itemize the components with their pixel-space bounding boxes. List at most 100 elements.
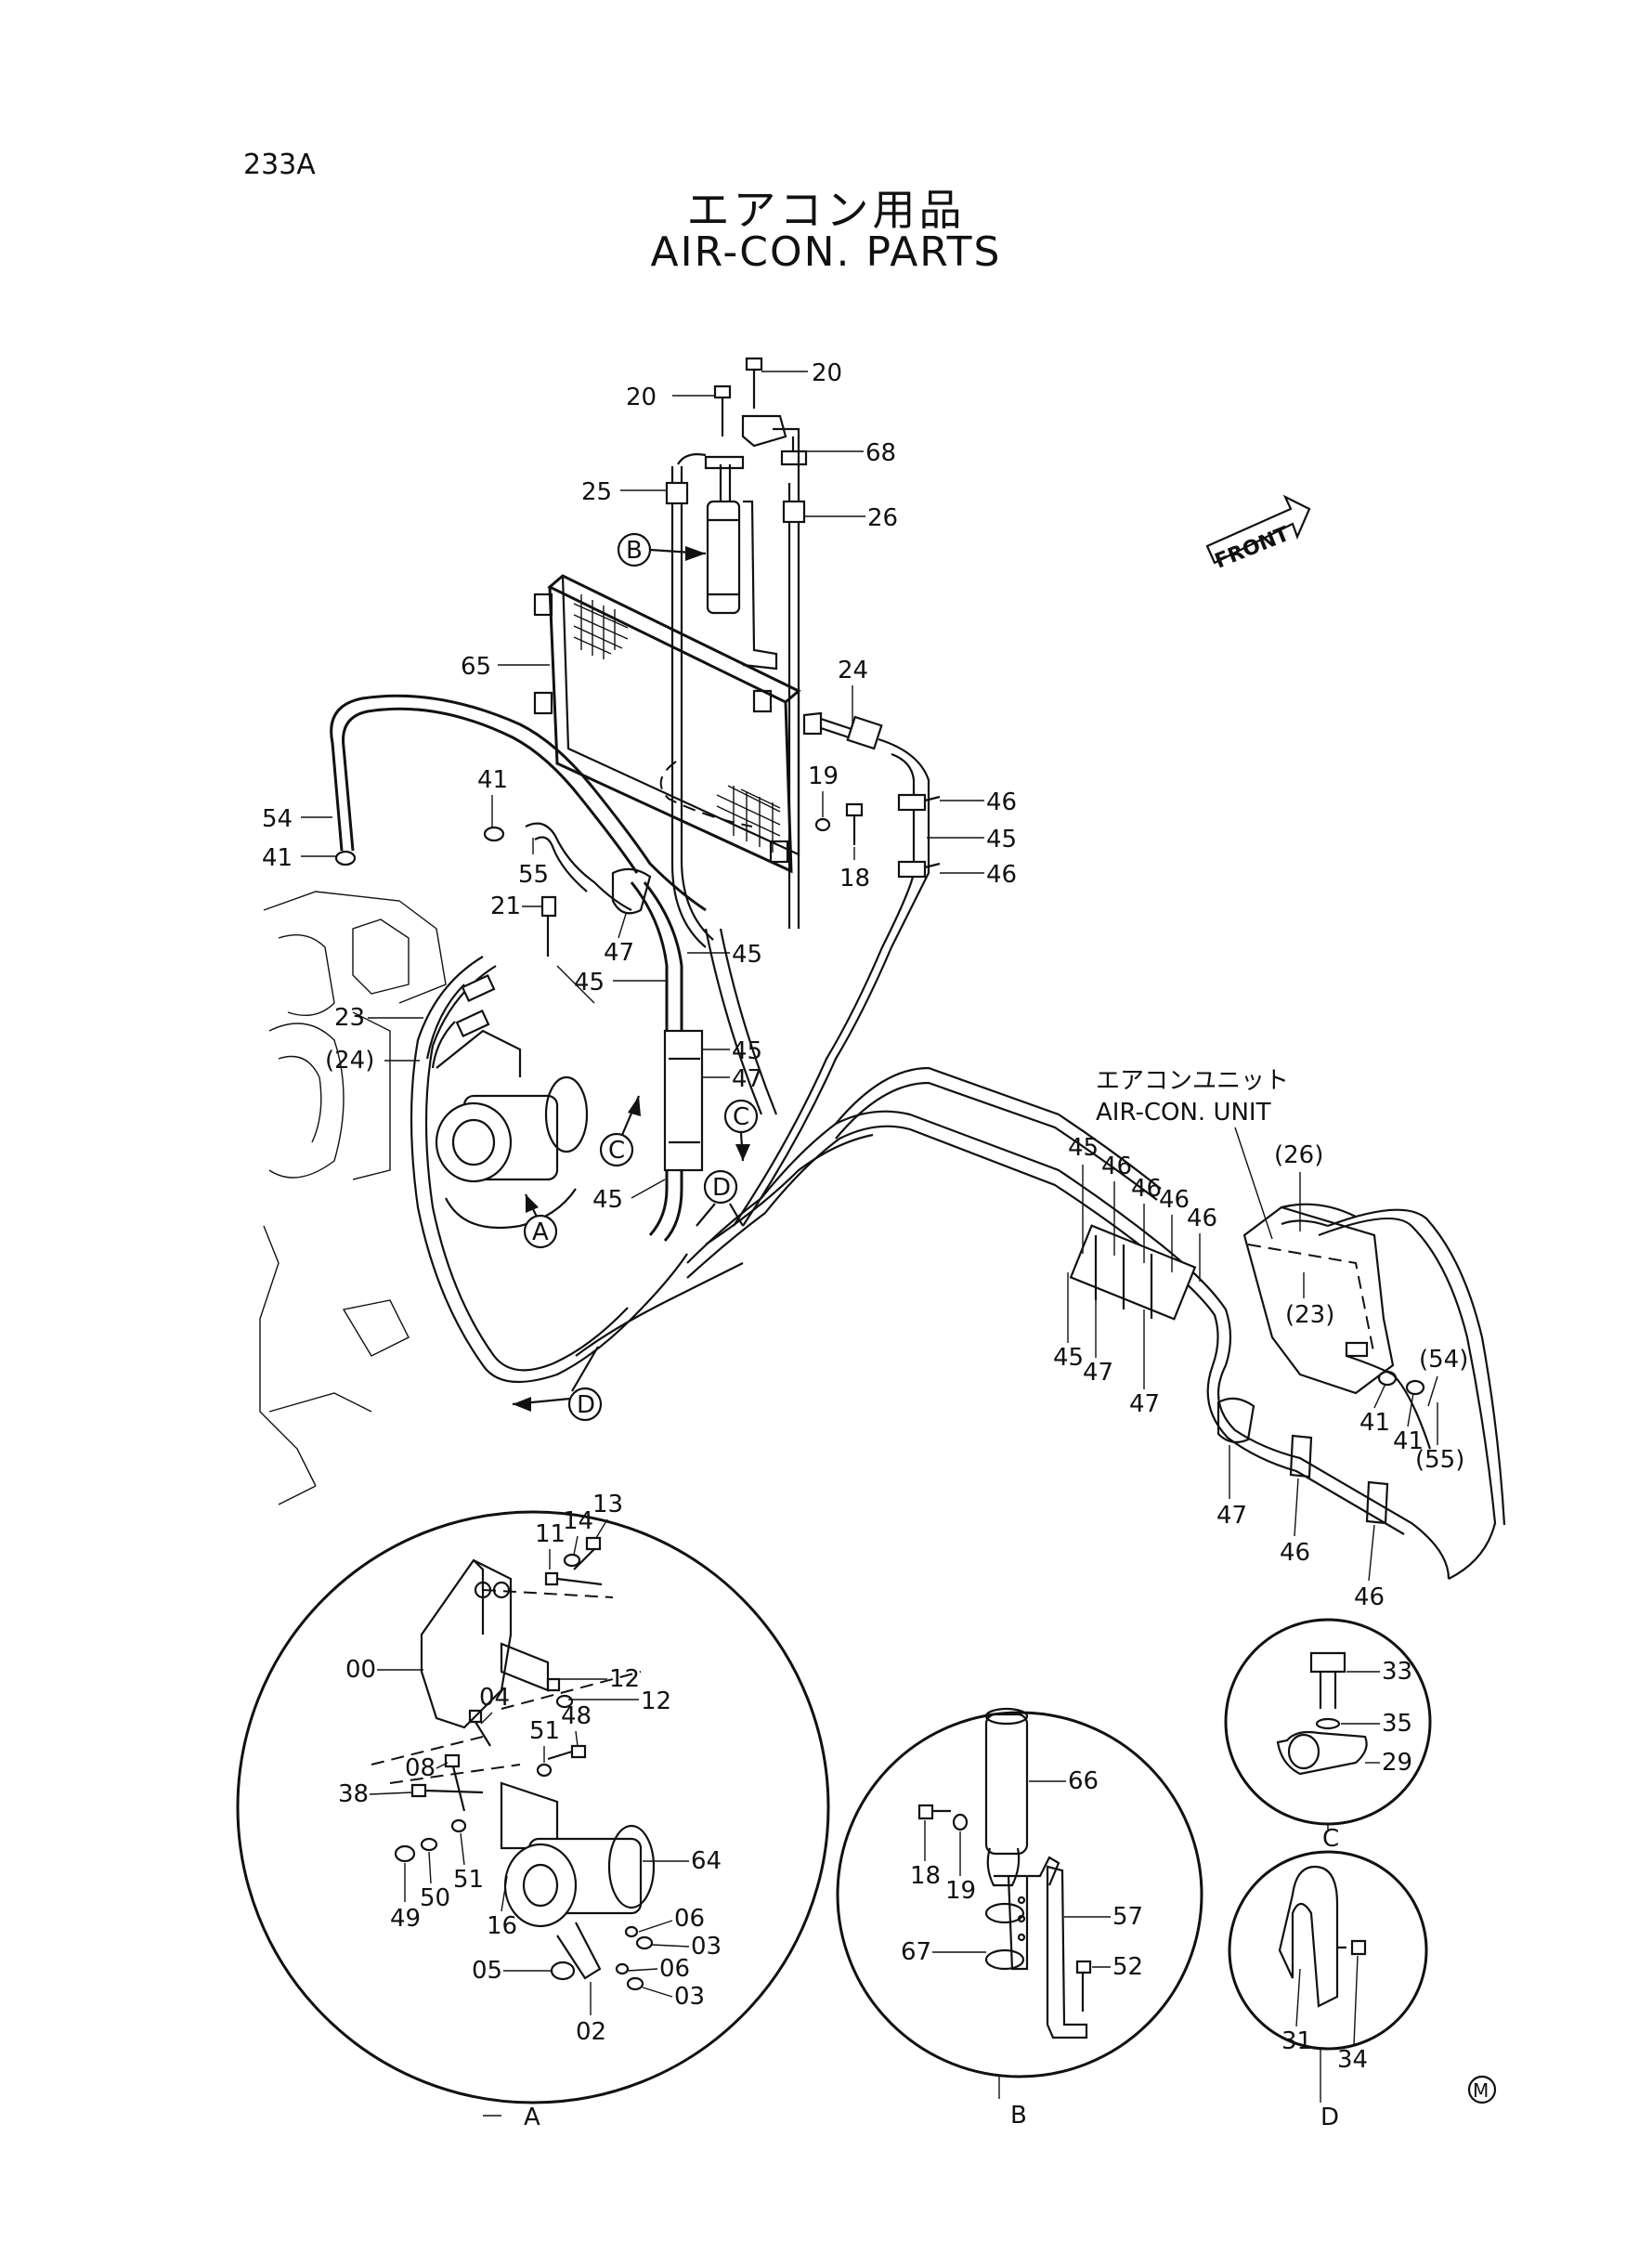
view-ref-a: A <box>532 1218 549 1246</box>
callout-a-11: 11 <box>535 1520 566 1548</box>
callout-a-16: 16 <box>487 1912 517 1940</box>
callout-46-e: 46 <box>1159 1186 1190 1214</box>
callouts-unit: エアコンユニット AIR-CON. UNIT 45 46 46 46 46 (2… <box>1053 1067 1468 1611</box>
callout-a-02: 02 <box>576 2018 606 2046</box>
callout-47-b: 47 <box>732 1065 762 1093</box>
callout-a-08: 08 <box>405 1754 436 1782</box>
callout-55: 55 <box>518 861 549 889</box>
callout-45-d: 45 <box>732 1037 762 1065</box>
view-label-a: A <box>524 2104 540 2131</box>
front-label: FRONT <box>1212 523 1293 574</box>
callout-a-00: 00 <box>345 1656 376 1684</box>
callout-b-66: 66 <box>1068 1767 1099 1795</box>
callout-c-33: 33 <box>1382 1658 1412 1686</box>
mark-letter: M <box>1473 2079 1489 2102</box>
callout-23: 23 <box>334 1004 365 1032</box>
callout-47-c: 47 <box>1083 1359 1113 1387</box>
callout-46-c: 46 <box>1101 1153 1132 1180</box>
callout-a-51-a: 51 <box>529 1717 560 1745</box>
callout-41-a: 41 <box>262 844 293 872</box>
view-ref-d-a: D <box>712 1174 731 1202</box>
callout-a-38: 38 <box>338 1780 369 1808</box>
callout-46-b: 46 <box>986 861 1017 889</box>
callout-46-a: 46 <box>986 788 1017 816</box>
callout-a-06-b: 06 <box>659 1955 690 1983</box>
callout-24: 24 <box>838 657 868 684</box>
callout-26-ref: (26) <box>1274 1141 1323 1169</box>
callout-a-04: 04 <box>479 1684 510 1712</box>
callout-25: 25 <box>581 478 612 506</box>
engine-outline <box>259 891 595 1505</box>
view-ref-b: B <box>626 537 643 565</box>
callout-47-a: 47 <box>604 939 634 967</box>
callout-a-06-a: 06 <box>674 1905 705 1933</box>
callout-45-b: 45 <box>732 941 762 969</box>
callout-45-e: 45 <box>592 1186 623 1214</box>
callout-a-50: 50 <box>420 1884 450 1912</box>
receiver-dryer <box>704 455 778 671</box>
callout-c-35: 35 <box>1382 1710 1412 1738</box>
detail-a: A 11 14 <box>236 1491 830 2131</box>
detail-b: B 66 18 19 57 67 52 <box>836 1707 1203 2130</box>
compressor-on-engine <box>435 1029 589 1230</box>
callout-a-14: 14 <box>563 1507 593 1535</box>
callout-b-18: 18 <box>910 1862 941 1890</box>
pipe-24 <box>733 711 941 1227</box>
callout-b-67: 67 <box>901 1938 931 1966</box>
callout-b-57: 57 <box>1112 1903 1143 1931</box>
view-label-b: B <box>1010 2102 1027 2130</box>
callout-20-a: 20 <box>812 359 842 387</box>
detail-c: C 33 35 29 <box>1224 1618 1432 1853</box>
callout-c-29: 29 <box>1382 1749 1412 1777</box>
view-ref-d-b: D <box>577 1391 595 1419</box>
callout-d-31: 31 <box>1281 2027 1312 2055</box>
callout-54: 54 <box>262 805 293 833</box>
callout-21: 21 <box>490 892 521 920</box>
callout-45-f: 45 <box>1068 1134 1099 1162</box>
callout-54-ref: (54) <box>1419 1346 1468 1374</box>
callout-d-34: 34 <box>1337 2046 1368 2074</box>
callout-68: 68 <box>865 439 896 467</box>
callout-46-f: 46 <box>1187 1205 1217 1232</box>
callout-a-49: 49 <box>390 1905 421 1933</box>
callout-46-h: 46 <box>1354 1583 1385 1611</box>
callout-23-ref: (23) <box>1285 1301 1334 1329</box>
callout-45-g: 45 <box>1053 1344 1084 1372</box>
callout-a-13: 13 <box>592 1491 623 1518</box>
callout-18: 18 <box>839 865 870 892</box>
callout-45-c: 45 <box>574 969 605 997</box>
callout-46-d: 46 <box>1131 1175 1162 1203</box>
callout-19: 19 <box>808 762 839 790</box>
callout-47-e: 47 <box>1216 1502 1247 1530</box>
callout-41-c: 41 <box>1359 1409 1390 1437</box>
unit-label-jp: エアコンユニット <box>1096 1067 1289 1095</box>
callout-46-g: 46 <box>1280 1539 1310 1567</box>
view-ref-c-a: C <box>608 1137 625 1165</box>
callout-24-ref: (24) <box>325 1047 374 1075</box>
trademark-mark: M <box>1467 2075 1497 2104</box>
pipes-to-unit <box>575 928 1450 1580</box>
condenser <box>533 574 801 874</box>
callouts-main: 20 20 68 25 26 B 24 65 54 41 41 55 21 <box>262 359 1017 1422</box>
page-code: 233A <box>243 149 316 181</box>
callout-a-48: 48 <box>561 1702 592 1730</box>
callout-55-ref: (55) <box>1415 1446 1464 1474</box>
title-japanese: エアコン用品 <box>686 185 966 235</box>
callout-20-b: 20 <box>626 384 657 411</box>
callout-a-05: 05 <box>472 1957 502 1985</box>
unit-label-en: AIR-CON. UNIT <box>1096 1099 1271 1127</box>
detail-d: D 31 34 <box>1228 1850 1428 2131</box>
callout-26: 26 <box>867 504 898 532</box>
view-ref-c-b: C <box>733 1103 749 1131</box>
callout-65: 65 <box>461 653 491 681</box>
view-label-d: D <box>1320 2104 1339 2131</box>
front-arrow-icon: FRONT <box>1205 494 1311 574</box>
callout-b-52: 52 <box>1112 1953 1143 1981</box>
pipe-lines-top <box>665 436 808 948</box>
callout-a-12-a: 12 <box>609 1665 640 1693</box>
callout-47-d: 47 <box>1129 1390 1160 1418</box>
title-english: AIR-CON. PARTS <box>650 228 1002 276</box>
callout-41-b: 41 <box>477 766 508 794</box>
callout-a-03-a: 03 <box>691 1933 722 1961</box>
